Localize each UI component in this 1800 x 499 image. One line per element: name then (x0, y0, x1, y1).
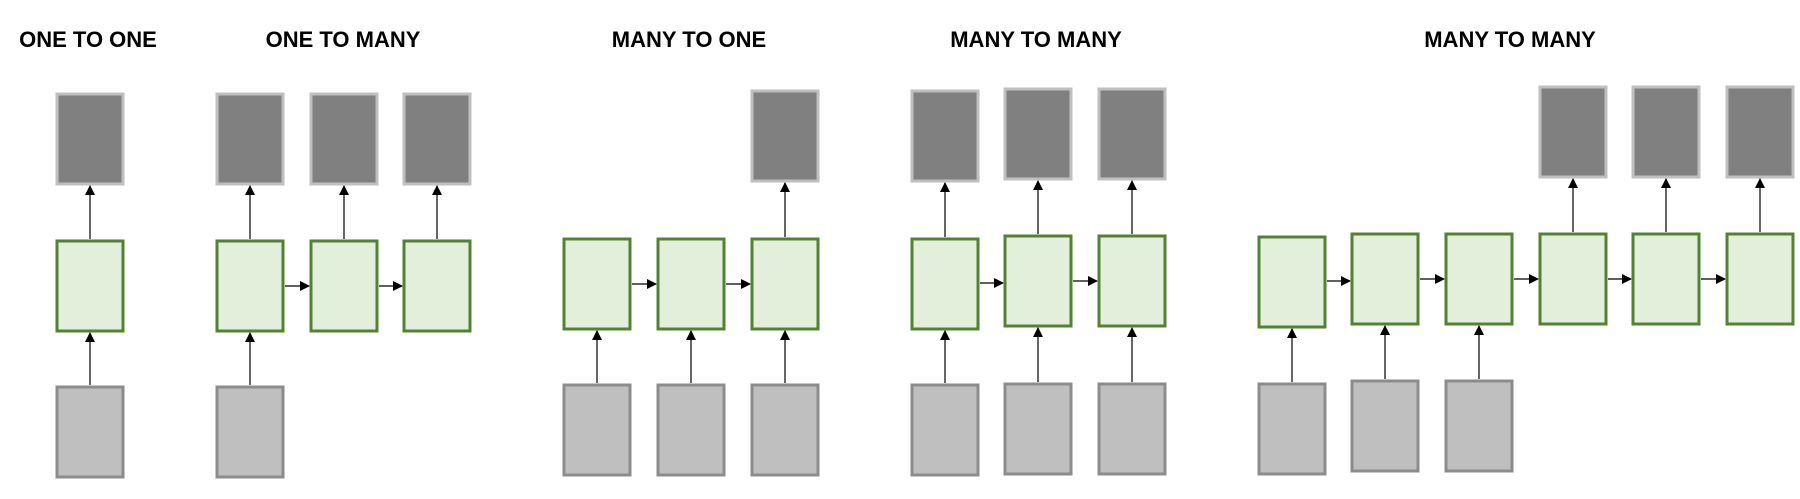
many-to-many-1-hidden-state-3 (1097, 234, 1167, 328)
many-to-one-input-1 (562, 383, 632, 477)
many-to-one-output-3 (750, 89, 820, 183)
many-to-many-1-hidden-state-2 (1003, 234, 1073, 328)
many-to-many-2-hidden-state-4 (1538, 232, 1608, 326)
many-to-many-2-input-2 (1350, 379, 1420, 473)
many-to-many-2-hidden-state-2 (1350, 232, 1420, 326)
one-to-many-input-1 (215, 385, 285, 479)
title-one-to-many: ONE TO MANY (266, 27, 421, 52)
many-to-many-2-input-3 (1444, 379, 1514, 473)
many-to-many-2-output-4 (1538, 85, 1608, 179)
many-to-many-1-input-2 (1003, 382, 1073, 476)
many-to-many-1-input-1 (910, 383, 980, 477)
many-to-many-1-hidden-state-1 (910, 237, 980, 331)
one-to-many-output-2 (309, 92, 379, 186)
title-many-to-many-2: MANY TO MANY (1424, 27, 1596, 52)
many-to-many-1-input-3 (1097, 382, 1167, 476)
diagram-shapes (55, 85, 1795, 479)
many-to-many-2-output-5 (1631, 85, 1701, 179)
many-to-one-hidden-state-3 (750, 237, 820, 331)
one-to-one-input-1 (55, 385, 125, 479)
many-to-one-hidden-state-1 (562, 237, 632, 331)
one-to-many-hidden-state-1 (215, 239, 285, 333)
one-to-many-hidden-state-2 (309, 239, 379, 333)
one-to-many-hidden-state-3 (402, 239, 472, 333)
title-many-to-many-1: MANY TO MANY (950, 27, 1122, 52)
many-to-one-input-3 (750, 383, 820, 477)
many-to-many-1-output-3 (1097, 87, 1167, 181)
one-to-one-output-1 (55, 92, 125, 186)
many-to-many-2-hidden-state-1 (1257, 235, 1327, 329)
many-to-many-2-hidden-state-6 (1725, 232, 1795, 326)
many-to-many-2-hidden-state-3 (1444, 232, 1514, 326)
title-one-to-one: ONE TO ONE (19, 27, 157, 52)
many-to-many-2-hidden-state-5 (1631, 232, 1701, 326)
one-to-one-hidden-state-1 (55, 239, 125, 333)
many-to-many-2-input-1 (1257, 382, 1327, 476)
many-to-one-hidden-state-2 (656, 237, 726, 331)
one-to-many-output-3 (402, 92, 472, 186)
many-to-one-input-2 (656, 383, 726, 477)
one-to-many-output-1 (215, 92, 285, 186)
many-to-many-2-output-6 (1725, 85, 1795, 179)
many-to-many-1-output-1 (910, 89, 980, 183)
many-to-many-1-output-2 (1003, 87, 1073, 181)
title-many-to-one: MANY TO ONE (612, 27, 766, 52)
